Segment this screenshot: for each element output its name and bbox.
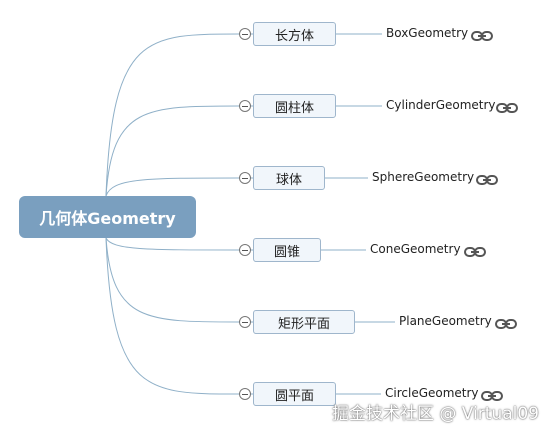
link-icon[interactable]	[495, 318, 517, 330]
child-topic[interactable]: 圆柱体	[253, 94, 336, 118]
child-topic[interactable]: 圆平面	[253, 382, 336, 406]
child-topic[interactable]: 球体	[253, 166, 325, 190]
geometry-name[interactable]: ConeGeometry	[370, 242, 461, 256]
collapse-minus-icon[interactable]	[239, 388, 251, 400]
branch-line	[105, 105, 253, 197]
child-topic[interactable]: 矩形平面	[253, 310, 355, 334]
geometry-name[interactable]: SphereGeometry	[372, 170, 475, 184]
link-icon[interactable]	[481, 390, 503, 402]
root-topic[interactable]: 几何体Geometry	[19, 196, 196, 238]
child-topic[interactable]: 长方体	[253, 22, 336, 46]
child-topic-label: 圆柱体	[274, 100, 314, 116]
collapse-minus-icon[interactable]	[239, 100, 251, 112]
collapse-minus-icon[interactable]	[239, 172, 251, 184]
link-icon[interactable]	[496, 102, 518, 114]
branch-line	[105, 33, 253, 197]
collapse-minus-icon[interactable]	[239, 244, 251, 256]
collapse-minus-icon[interactable]	[239, 28, 251, 40]
child-topic-label: 圆锥	[273, 244, 300, 260]
geometry-name[interactable]: BoxGeometry	[386, 26, 469, 40]
link-icon[interactable]	[471, 30, 493, 42]
watermark: 掘金技术社区 @ Virtual09	[332, 404, 539, 424]
root-topic-label: 几何体Geometry	[39, 209, 176, 228]
collapse-minus-icon[interactable]	[239, 316, 251, 328]
child-topic-label: 矩形平面	[277, 316, 330, 332]
child-topic-label: 圆平面	[274, 388, 314, 404]
child-topic-label: 球体	[275, 172, 302, 188]
child-topic[interactable]: 圆锥	[253, 238, 321, 262]
branch-line	[105, 237, 253, 395]
branch-line	[105, 237, 253, 323]
geometry-name[interactable]: CircleGeometry	[385, 386, 479, 400]
link-icon[interactable]	[476, 174, 498, 186]
branch-line	[105, 177, 253, 197]
geometry-name[interactable]: CylinderGeometry	[386, 98, 496, 112]
child-topic-label: 长方体	[274, 28, 314, 44]
link-icon[interactable]	[464, 246, 486, 258]
geometry-name[interactable]: PlaneGeometry	[399, 314, 492, 328]
branch-line	[105, 237, 253, 251]
